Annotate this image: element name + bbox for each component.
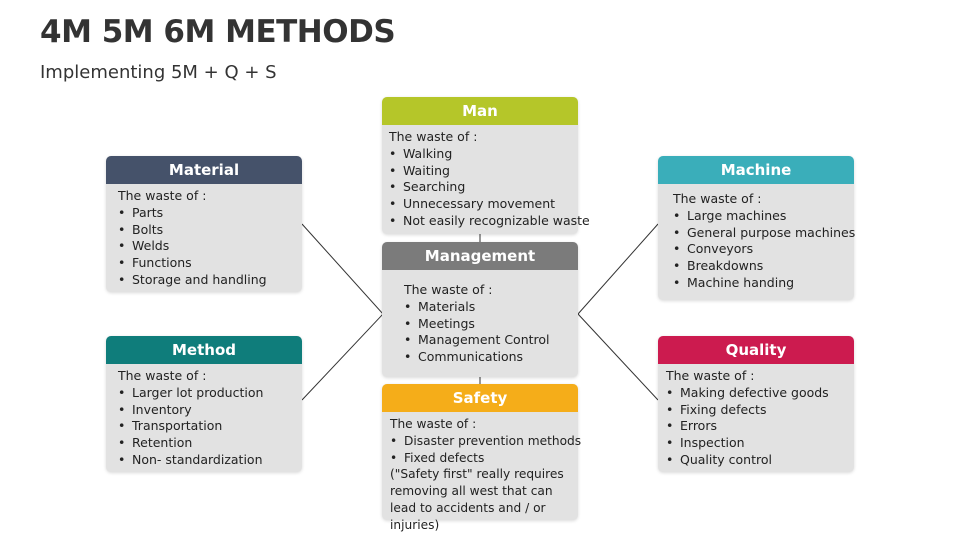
card-man-intro: The waste of :	[389, 129, 478, 144]
card-method-intro: The waste of :	[118, 368, 207, 383]
card-quality: Quality The waste of : Making defective …	[658, 336, 854, 472]
list-item: Walking	[389, 146, 568, 163]
card-quality-list: Making defective goods Fixing defects Er…	[666, 385, 844, 469]
list-item: Errors	[666, 418, 844, 435]
card-machine: Machine The waste of : Large machines Ge…	[658, 156, 855, 300]
card-safety-list: Disaster prevention methods Fixed defect…	[390, 433, 581, 467]
card-man-body: The waste of : Walking Waiting Searching…	[382, 125, 590, 230]
list-item: Communications	[404, 349, 568, 366]
card-management: Management The waste of : Materials Meet…	[382, 242, 578, 377]
list-item: Making defective goods	[666, 385, 844, 402]
card-material: Material The waste of : Parts Bolts Weld…	[106, 156, 302, 292]
card-method-header: Method	[106, 336, 302, 364]
card-material-list: Parts Bolts Welds Functions Storage and …	[118, 205, 292, 289]
card-machine-body: The waste of : Large machines General pu…	[658, 184, 855, 292]
list-item: Larger lot production	[118, 385, 292, 402]
card-machine-header: Machine	[658, 156, 854, 184]
card-man-list: Walking Waiting Searching Unnecessary mo…	[389, 146, 590, 230]
list-item: Functions	[118, 255, 292, 272]
card-safety: Safety The waste of : Disaster preventio…	[382, 384, 581, 532]
card-safety-intro: The waste of :	[390, 417, 477, 431]
connector-method	[301, 313, 384, 401]
list-item: Welds	[118, 238, 292, 255]
list-item: Transportation	[118, 418, 292, 435]
card-safety-body: The waste of : Disaster prevention metho…	[382, 412, 581, 534]
list-item: Fixed defects	[390, 450, 574, 467]
list-item: Retention	[118, 435, 292, 452]
card-machine-list: Large machines General purpose machines …	[673, 208, 855, 292]
card-management-list: Materials Meetings Management Control Co…	[404, 299, 568, 366]
page-title: 4M 5M 6M METHODS	[40, 14, 396, 50]
card-machine-intro: The waste of :	[673, 191, 762, 206]
list-item: Large machines	[673, 208, 844, 225]
list-item: Parts	[118, 205, 292, 222]
list-item: General purpose machines	[673, 225, 855, 242]
list-item: Quality control	[666, 452, 844, 469]
card-method-body: The waste of : Larger lot production Inv…	[106, 364, 302, 469]
card-man-header: Man	[382, 97, 578, 125]
card-management-intro: The waste of :	[404, 282, 493, 297]
list-item: Bolts	[118, 222, 292, 239]
card-management-header: Management	[382, 242, 578, 270]
list-item: Management Control	[404, 332, 568, 349]
connector-machine	[577, 223, 659, 315]
card-quality-intro: The waste of :	[666, 368, 755, 383]
list-item: Inspection	[666, 435, 844, 452]
card-management-body: The waste of : Materials Meetings Manage…	[382, 270, 578, 366]
connector-quality	[577, 313, 659, 401]
list-item: Fixing defects	[666, 402, 844, 419]
list-item: Materials	[404, 299, 568, 316]
card-man: Man The waste of : Walking Waiting Searc…	[382, 97, 590, 234]
card-material-intro: The waste of :	[118, 188, 207, 203]
list-item: Unnecessary movement	[389, 196, 568, 213]
list-item: Searching	[389, 179, 568, 196]
list-item: Inventory	[118, 402, 292, 419]
list-item: Storage and handling	[118, 272, 292, 289]
card-method-list: Larger lot production Inventory Transpor…	[118, 385, 292, 469]
list-item: Breakdowns	[673, 258, 844, 275]
card-safety-note: ("Safety first" really requires removing…	[390, 467, 564, 532]
page-subtitle: Implementing 5M + Q + S	[40, 62, 277, 83]
card-material-body: The waste of : Parts Bolts Welds Functio…	[106, 184, 302, 289]
list-item: Meetings	[404, 316, 568, 333]
list-item: Not easily recognizable waste	[389, 213, 590, 230]
card-quality-body: The waste of : Making defective goods Fi…	[658, 364, 854, 469]
list-item: Disaster prevention methods	[390, 433, 581, 450]
list-item: Waiting	[389, 163, 568, 180]
card-safety-header: Safety	[382, 384, 578, 412]
list-item: Machine handing	[673, 275, 844, 292]
list-item: Non- standardization	[118, 452, 292, 469]
card-quality-header: Quality	[658, 336, 854, 364]
card-method: Method The waste of : Larger lot product…	[106, 336, 302, 472]
list-item: Conveyors	[673, 241, 844, 258]
card-material-header: Material	[106, 156, 302, 184]
connector-material	[301, 223, 384, 315]
